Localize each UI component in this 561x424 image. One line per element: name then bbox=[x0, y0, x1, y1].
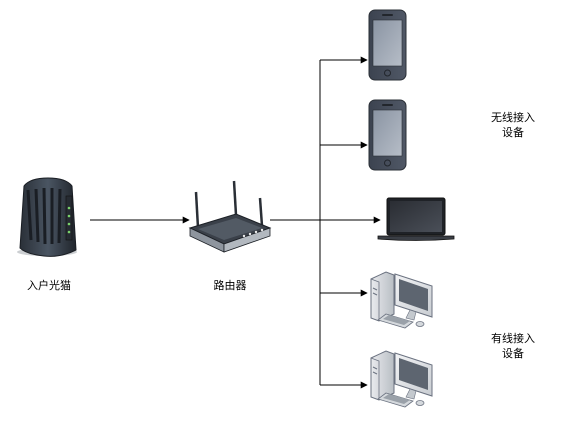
wireless-group-label: 无线接入 设备 bbox=[478, 110, 548, 140]
wired-group-label-line2: 设备 bbox=[502, 347, 524, 360]
wireless-router-icon bbox=[188, 180, 272, 253]
smartphone-icon bbox=[368, 99, 407, 171]
modem-label: 入户光猫 bbox=[27, 279, 71, 292]
desktop-computer-icon bbox=[370, 350, 433, 408]
wired-group-label: 有线接入 设备 bbox=[478, 331, 548, 361]
wireless-group-label-line2: 设备 bbox=[502, 126, 524, 139]
smartphone-icon bbox=[368, 9, 407, 81]
laptop-icon bbox=[377, 197, 455, 241]
router-label: 路由器 bbox=[213, 279, 247, 292]
wireless-group-label-line1: 无线接入 bbox=[491, 111, 535, 124]
wired-group-label-line1: 有线接入 bbox=[491, 332, 535, 345]
desktop-computer-icon bbox=[370, 271, 433, 329]
cable-modem-icon bbox=[17, 177, 77, 257]
